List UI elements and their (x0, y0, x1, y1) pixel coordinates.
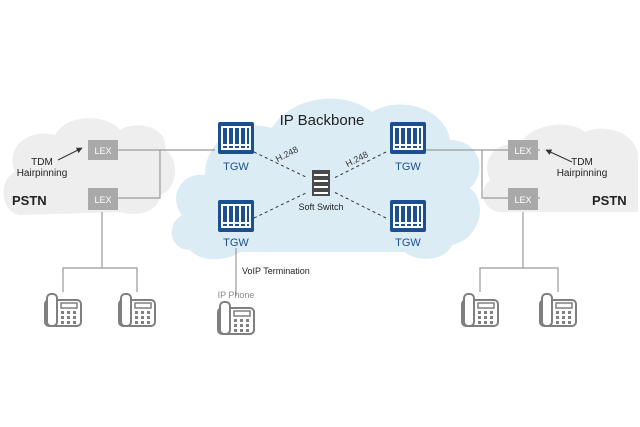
gateway-label: TGW (395, 161, 421, 173)
tdm-hairpinning-left: TDM Hairpinning (17, 147, 83, 179)
voip-termination-label: VoIP Termination (242, 266, 310, 276)
lex-label: LEX (514, 195, 531, 205)
lex-label: LEX (94, 146, 111, 156)
gateway-icon (218, 200, 254, 232)
pstn-left-cloud (3, 118, 176, 215)
soft-switch-label: Soft Switch (298, 202, 343, 212)
gateway-tgw-1: TGW (218, 122, 254, 173)
lex-label: LEX (514, 146, 531, 156)
lex-label: LEX (94, 195, 111, 205)
hairpin-line-1: TDM (31, 157, 53, 168)
gateway-label: TGW (223, 237, 249, 249)
soft-switch: Soft Switch (298, 170, 344, 212)
desk-phone-icon (44, 293, 82, 327)
gateway-tgw-3: TGW (218, 200, 254, 249)
backbone-label: IP Backbone (280, 112, 365, 129)
desk-phone-icon (217, 301, 255, 335)
h248-links (253, 151, 387, 219)
pstn-right-label: PSTN (592, 193, 627, 208)
pstn-left-label: PSTN (12, 193, 47, 208)
lex-left-2: LEX (88, 188, 118, 210)
arrow-icon (545, 149, 573, 163)
tdm-hairpinning-right: TDM Hairpinning (545, 149, 608, 179)
arrow-icon (57, 147, 83, 161)
server-rack-icon (312, 170, 330, 196)
gateway-tgw-2: TGW (390, 122, 426, 173)
desk-phone-icon (461, 293, 499, 327)
gateway-label: TGW (223, 161, 249, 173)
hairpin-line-2: Hairpinning (17, 168, 68, 179)
hairpin-line-1: TDM (571, 157, 593, 168)
lex-right-2: LEX (508, 188, 538, 210)
gateway-icon (390, 200, 426, 232)
lex-left-1: LEX (88, 140, 118, 160)
lex-right-1: LEX (508, 140, 538, 160)
desk-phone-icon (539, 293, 577, 327)
gateway-tgw-4: TGW (390, 200, 426, 249)
hairpin-line-2: Hairpinning (557, 168, 608, 179)
gateway-icon (218, 122, 254, 154)
gateway-icon (390, 122, 426, 154)
desk-phone-icon (118, 293, 156, 327)
gateway-label: TGW (395, 237, 421, 249)
ip-phone-label: IP Phone (218, 290, 255, 300)
